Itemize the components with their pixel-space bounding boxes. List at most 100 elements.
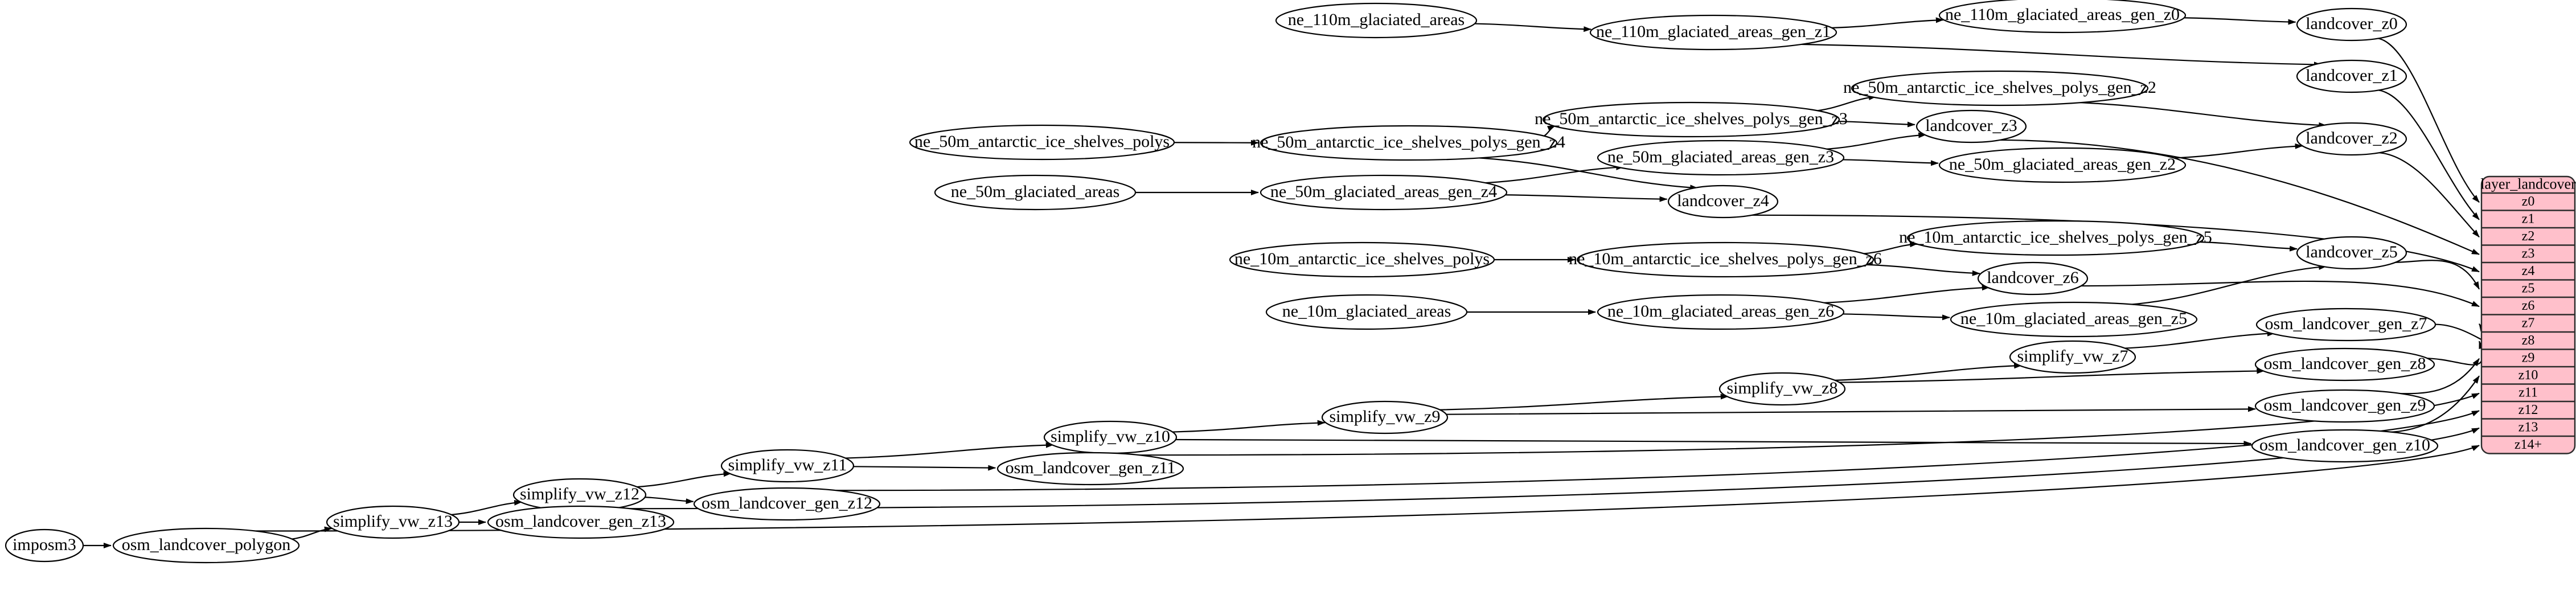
- graph-edge-landcover_z6-to-table-z6: [2078, 280, 2480, 307]
- graph-node-ne_10m_glaciated_areas_gen_z6[interactable]: ne_10m_glaciated_areas_gen_z6: [1597, 294, 1845, 330]
- graph-node-osm_landcover_gen_z9[interactable]: osm_landcover_gen_z9: [2254, 389, 2435, 423]
- graph-node-ne_50m_glaciated_areas[interactable]: ne_50m_glaciated_areas: [934, 174, 1137, 211]
- graph-node-osm_landcover_gen_z12[interactable]: osm_landcover_gen_z12: [693, 487, 881, 521]
- graph-node-landcover_z3[interactable]: landcover_z3: [1915, 109, 2027, 143]
- graph-node-landcover_z4[interactable]: landcover_z4: [1667, 184, 1779, 219]
- graph-node-landcover_z0[interactable]: landcover_z0: [2296, 7, 2407, 42]
- graph-edge-ne_110m_glaciated_areas-to-ne_110m_glaciated_areas_gen_z1: [1474, 23, 1592, 32]
- node-ellipse: [1906, 220, 2205, 256]
- node-ellipse: [1851, 70, 2149, 106]
- graph-node-osm_landcover_gen_z13[interactable]: osm_landcover_gen_z13: [487, 505, 675, 539]
- node-label: simplify_vw_z11: [728, 456, 847, 474]
- node-label: simplify_vw_z7: [2017, 347, 2128, 366]
- node-label: simplify_vw_z12: [520, 485, 639, 503]
- node-label: ne_110m_glaciated_areas: [1288, 10, 1465, 29]
- graph-node-ne_50m_antarctic_ice_shelves_polys[interactable]: ne_50m_antarctic_ice_shelves_polys: [909, 124, 1175, 161]
- table-row-z5: z5: [2522, 281, 2535, 296]
- node-ellipse: [2254, 389, 2435, 423]
- node-label: ne_10m_glaciated_areas_gen_z5: [1960, 309, 2187, 328]
- graph-node-osm_landcover_polygon[interactable]: osm_landcover_polygon: [112, 527, 300, 564]
- graph-node-ne_10m_glaciated_areas_gen_z5[interactable]: ne_10m_glaciated_areas_gen_z5: [1950, 301, 2198, 338]
- node-ellipse: [1260, 174, 1508, 211]
- graph-edge-ne_50m_glaciated_areas_gen_z3-to-ne_50m_glaciated_areas_gen_z2: [1842, 159, 1939, 166]
- graph-node-ne_50m_antarctic_ice_shelves_polys_gen_z2[interactable]: ne_50m_antarctic_ice_shelves_polys_gen_z…: [1843, 70, 2156, 106]
- graph-node-ne_50m_glaciated_areas_gen_z3[interactable]: ne_50m_glaciated_areas_gen_z3: [1597, 140, 1845, 176]
- node-label: landcover_z0: [2306, 14, 2398, 33]
- node-label: osm_landcover_gen_z12: [702, 494, 872, 512]
- graph-node-landcover_z1[interactable]: landcover_z1: [2296, 59, 2407, 93]
- graph-node-landcover_z5[interactable]: landcover_z5: [2296, 236, 2407, 270]
- graph-node-ne_50m_glaciated_areas_gen_z4[interactable]: ne_50m_glaciated_areas_gen_z4: [1260, 174, 1508, 211]
- node-layer: ne_110m_glaciated_areas ne_110m_glaciated…: [5, 0, 2439, 564]
- graph-node-simplify_vw_z8[interactable]: simplify_vw_z8: [1718, 372, 1846, 406]
- node-label: ne_50m_antarctic_ice_shelves_polys_gen_z…: [1843, 78, 2156, 97]
- graph-node-osm_landcover_gen_z10[interactable]: osm_landcover_gen_z10: [2251, 429, 2439, 463]
- graph-edge-simplify_vw_z9-to-simplify_vw_z8: [1437, 393, 1729, 411]
- graph-node-ne_110m_glaciated_areas_gen_z1[interactable]: ne_110m_glaciated_areas_gen_z1: [1589, 14, 1837, 51]
- node-ellipse: [2296, 7, 2407, 42]
- graph-node-ne_10m_antarctic_ice_shelves_polys_gen_z6[interactable]: ne_10m_antarctic_ice_shelves_polys_gen_z…: [1569, 241, 1882, 278]
- graph-edge-ne_110m_glaciated_areas_gen_z0-to-landcover_z0: [2183, 17, 2296, 25]
- node-ellipse: [1938, 147, 2187, 183]
- graph-node-ne_50m_antarctic_ice_shelves_polys_gen_z4[interactable]: ne_50m_antarctic_ice_shelves_polys_gen_z…: [1252, 125, 1565, 161]
- node-ellipse: [1915, 109, 2027, 143]
- graph-edge-ne_10m_antarctic_ice_shelves_polys_gen_z6-to-landcover_z6: [1864, 264, 1980, 276]
- graph-edge-landcover_z3-to-table-z3: [1994, 139, 2480, 255]
- graph-node-osm_landcover_gen_z8[interactable]: osm_landcover_gen_z8: [2254, 347, 2435, 382]
- graph-node-simplify_vw_z13[interactable]: simplify_vw_z13: [326, 505, 460, 539]
- graph-edge-landcover_z1-to-table-z1: [2374, 89, 2480, 220]
- node-ellipse: [2296, 236, 2407, 270]
- graph-edge-landcover_z0-to-table-z0: [2374, 37, 2480, 203]
- graph-node-ne_110m_glaciated_areas[interactable]: ne_110m_glaciated_areas: [1275, 2, 1478, 39]
- table-header-label: layer_landcover: [2480, 175, 2576, 192]
- graph-edge-osm_landcover_polygon-to-table-z14+: [245, 445, 2480, 532]
- graph-edge-ne_50m_antarctic_ice_shelves_polys_gen_z3-to-ne_50m_antarctic_ice_shelves_polys_gen_z2: [1812, 95, 1877, 112]
- node-ellipse: [934, 174, 1137, 211]
- graph-node-ne_50m_glaciated_areas_gen_z2[interactable]: ne_50m_glaciated_areas_gen_z2: [1938, 147, 2187, 183]
- node-label: ne_10m_antarctic_ice_shelves_polys: [1234, 249, 1490, 268]
- graph-edge-simplify_vw_z10-to-simplify_vw_z9: [1171, 420, 1326, 433]
- node-ellipse: [1589, 14, 1837, 51]
- graph-edge-ne_10m_glaciated_areas_gen_z6-to-landcover_z6: [1818, 285, 1990, 304]
- table-row-z7: z7: [2522, 315, 2535, 330]
- graph-node-simplify_vw_z11[interactable]: simplify_vw_z11: [720, 449, 855, 483]
- node-label: osm_landcover_gen_z10: [2259, 436, 2430, 454]
- node-label: ne_110m_glaciated_areas_gen_z1: [1596, 22, 1831, 41]
- node-ellipse: [2296, 122, 2407, 156]
- table-row-z4: z4: [2522, 264, 2535, 278]
- table-row-z14+: z14+: [2515, 437, 2542, 452]
- graph-node-ne_10m_antarctic_ice_shelves_polys[interactable]: ne_10m_antarctic_ice_shelves_polys: [1229, 241, 1495, 278]
- node-label: ne_50m_antarctic_ice_shelves_polys_gen_z…: [1535, 109, 1848, 128]
- node-label: ne_50m_antarctic_ice_shelves_polys: [914, 132, 1170, 151]
- graph-node-ne_110m_glaciated_areas_gen_z0[interactable]: ne_110m_glaciated_areas_gen_z0: [1938, 0, 2187, 34]
- table-row-z11: z11: [2518, 385, 2538, 400]
- graph-node-osm_landcover_gen_z7[interactable]: osm_landcover_gen_z7: [2255, 307, 2436, 342]
- graph-node-simplify_vw_z9[interactable]: simplify_vw_z9: [1321, 400, 1449, 434]
- graph-edge-osm_landcover_gen_z12-to-table-z12: [826, 410, 2480, 491]
- node-label: ne_50m_glaciated_areas: [951, 182, 1120, 201]
- graph-edge-simplify_vw_z9-to-osm_landcover_gen_z9: [1446, 406, 2256, 415]
- graph-edge-ne_10m_antarctic_ice_shelves_polys_gen_z5-to-landcover_z5: [2198, 241, 2298, 252]
- graph-node-ne_50m_antarctic_ice_shelves_polys_gen_z3[interactable]: ne_50m_antarctic_ice_shelves_polys_gen_z…: [1535, 101, 1848, 138]
- graph-edge-landcover_z5-to-table-z5: [2390, 260, 2480, 290]
- node-label: imposm3: [13, 535, 76, 554]
- node-label: ne_10m_antarctic_ice_shelves_polys_gen_z…: [1899, 228, 2212, 247]
- table-row-z9: z9: [2522, 350, 2535, 365]
- table-row-z8: z8: [2522, 333, 2535, 348]
- graph-node-imposm3[interactable]: imposm3: [5, 528, 84, 563]
- graph-node-simplify_vw_z10[interactable]: simplify_vw_z10: [1043, 420, 1178, 454]
- graph-node-simplify_vw_z12[interactable]: simplify_vw_z12: [512, 478, 647, 512]
- node-label: landcover_z3: [1925, 116, 2017, 135]
- graph-node-landcover_z2[interactable]: landcover_z2: [2296, 122, 2407, 156]
- graph-node-ne_10m_glaciated_areas[interactable]: ne_10m_glaciated_areas: [1265, 294, 1468, 330]
- node-ellipse: [720, 449, 855, 483]
- graph-node-osm_landcover_gen_z11[interactable]: osm_landcover_gen_z11: [996, 452, 1184, 486]
- node-ellipse: [1597, 294, 1845, 330]
- graph-node-landcover_z6[interactable]: landcover_z6: [1977, 261, 2089, 296]
- table-row-z1: z1: [2522, 211, 2535, 226]
- graph-node-simplify_vw_z7[interactable]: simplify_vw_z7: [2009, 340, 2136, 374]
- node-label: osm_landcover_gen_z8: [2264, 354, 2426, 373]
- graph-node-ne_10m_antarctic_ice_shelves_polys_gen_z5[interactable]: ne_10m_antarctic_ice_shelves_polys_gen_z…: [1899, 220, 2212, 256]
- node-ellipse: [1597, 140, 1845, 176]
